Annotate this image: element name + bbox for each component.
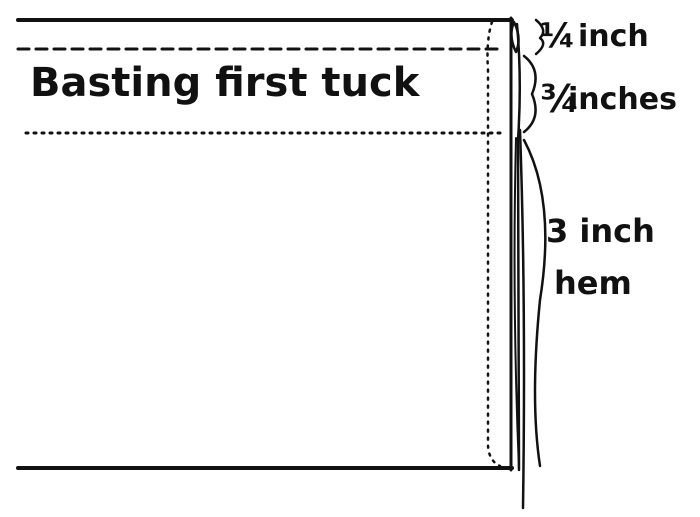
brace-three-quarter-inches [522,54,537,134]
top-fold-loop [510,20,520,54]
label-hem-line2: hem [554,264,632,302]
label-quarter-unit: inch [578,19,649,54]
caption-basting-first-tuck: Basting first tuck [30,60,421,106]
label-quarter-fraction: ¼ [540,16,575,56]
brace-three-inch-hem [522,138,547,468]
inner-hem-dotted-line [486,20,502,468]
thread-line-2 [513,137,520,471]
label-three-quarter-unit: inches [568,82,677,117]
brace-quarter-inch [534,18,545,56]
thread-line-1 [518,128,526,510]
label-three-quarter-fraction: ¾ [540,77,579,121]
label-hem-line1: 3 inch [546,212,655,250]
